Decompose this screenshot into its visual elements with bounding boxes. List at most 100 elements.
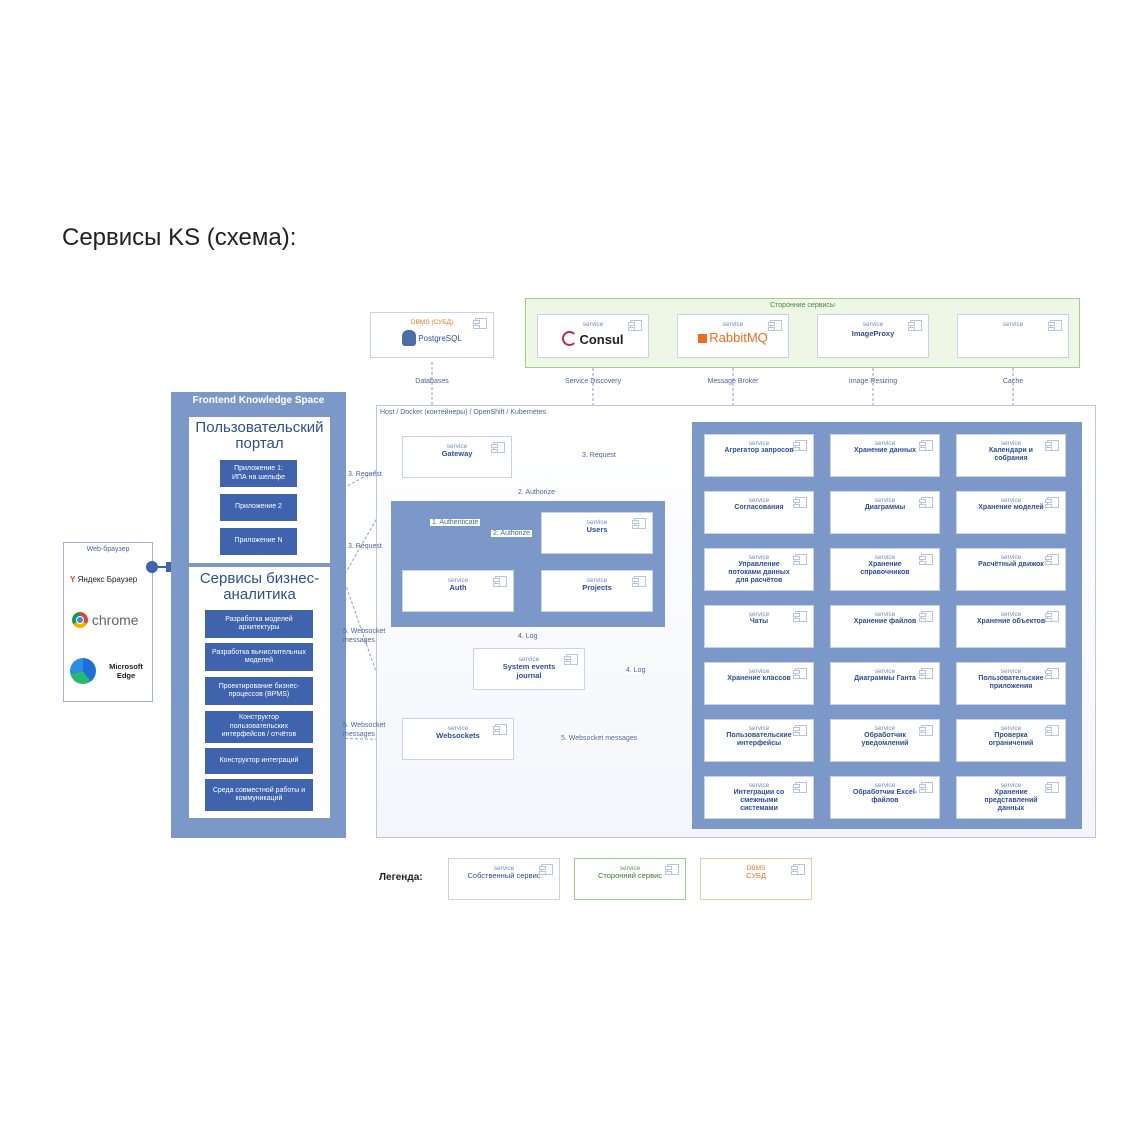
ba-item-integrations[interactable]: Конструктор интеграций bbox=[205, 748, 313, 774]
component-icon bbox=[632, 576, 646, 587]
caption-message-broker: Message Broker bbox=[707, 378, 759, 385]
websockets-service[interactable]: service Websockets bbox=[402, 718, 514, 760]
component-icon bbox=[632, 518, 646, 529]
ba-item-collaboration[interactable]: Среда совместной работы и коммуникаций bbox=[205, 779, 313, 811]
chrome-browser[interactable]: chrome bbox=[72, 612, 152, 632]
grid-service-name: Хранение представлений данных bbox=[984, 789, 1038, 812]
ba-item-architecture[interactable]: Разработка моделей архитектуры bbox=[205, 610, 313, 638]
page-title: Сервисы KS (схема): bbox=[62, 224, 297, 251]
postgresql-logo: PostgreSQL bbox=[371, 330, 493, 347]
component-icon bbox=[919, 554, 933, 565]
grid-service-name: Обработчик Excel-файлов bbox=[852, 789, 918, 805]
consul-icon bbox=[562, 331, 578, 347]
component-icon bbox=[793, 611, 807, 622]
consul-logo: Consul bbox=[538, 331, 648, 348]
component-icon bbox=[793, 668, 807, 679]
component-icon bbox=[919, 725, 933, 736]
ba-item-ui-constructor[interactable]: Конструктор пользовательских интерфейсов… bbox=[205, 711, 313, 743]
projects-service[interactable]: service Projects bbox=[541, 570, 653, 612]
cache-service[interactable]: service bbox=[957, 314, 1069, 358]
component-icon bbox=[1045, 440, 1059, 451]
frontend-title: Frontend Knowledge Space bbox=[192, 395, 325, 406]
system-journal-service[interactable]: service System events journal bbox=[473, 648, 585, 690]
app-1-button[interactable]: Приложение 1: ИПА на шельфе bbox=[220, 460, 297, 487]
ba-item-bpms[interactable]: Проектирование бизнес-процессов (BPMS) bbox=[205, 677, 313, 705]
portal-title: Пользовательский портал bbox=[195, 419, 324, 452]
legend-own-service: service Собственный сервис bbox=[448, 858, 560, 900]
edge-label-request-right: 3. Request bbox=[582, 452, 616, 459]
users-service[interactable]: service Users bbox=[541, 512, 653, 554]
ba-title: Сервисы бизнес-аналитика bbox=[199, 570, 320, 603]
grid-service-name: Пользовательские интерфейсы bbox=[726, 732, 792, 748]
legend-dbms: DBMS СУБД bbox=[700, 858, 812, 900]
edge-browser[interactable]: Microsoft Edge bbox=[70, 658, 150, 688]
grid-service-name: Диаграммы Ганта bbox=[854, 675, 916, 683]
component-icon bbox=[1045, 725, 1059, 736]
rabbitmq-service[interactable]: service RabbitMQ bbox=[677, 314, 789, 358]
grid-service-name: Хранение справочников bbox=[860, 561, 910, 577]
component-icon bbox=[793, 554, 807, 565]
component-icon bbox=[919, 611, 933, 622]
component-icon bbox=[1045, 668, 1059, 679]
grid-service-name: Интеграции со смежными системами bbox=[733, 789, 785, 812]
browser-connector-dot bbox=[146, 561, 158, 573]
edge-label-authorize-top: 2. Authorize bbox=[518, 489, 555, 496]
component-icon bbox=[473, 318, 487, 329]
app-n-button[interactable]: Приложение N bbox=[220, 528, 297, 555]
grid-service-name: Обработчик уведомлений bbox=[861, 732, 909, 748]
component-icon bbox=[1045, 554, 1059, 565]
host-label: Host / Docker (контейнеры) / OpenShift /… bbox=[380, 409, 547, 416]
component-icon bbox=[793, 725, 807, 736]
component-icon bbox=[564, 654, 578, 665]
edge-label-authenticate: 1. Authenticate bbox=[430, 519, 481, 526]
browser-title: Web-браузер bbox=[86, 546, 130, 553]
grid-service-name: Чаты bbox=[749, 618, 769, 626]
edge-label-authorize-mid: 2. Authorize bbox=[491, 530, 532, 537]
edge-label-ws-right: 5. Websocket messages bbox=[561, 735, 638, 742]
app-2-button[interactable]: Приложение 2 bbox=[220, 494, 297, 521]
component-icon bbox=[1048, 320, 1062, 331]
postgresql-dbms[interactable]: DBMS (СУБД) PostgreSQL bbox=[370, 312, 494, 358]
gateway-service[interactable]: service Gateway bbox=[402, 436, 512, 478]
component-icon bbox=[791, 864, 805, 875]
grid-service-name: Агрегатор запросов bbox=[724, 447, 794, 455]
edge-icon bbox=[70, 658, 96, 684]
yandex-browser[interactable]: Y Яндекс Браузер bbox=[70, 575, 138, 584]
component-icon bbox=[493, 724, 507, 735]
edge-label-log-down: 4. Log bbox=[518, 633, 538, 640]
auth-service[interactable]: service Auth bbox=[402, 570, 514, 612]
component-icon bbox=[793, 782, 807, 793]
component-icon bbox=[768, 320, 782, 331]
consul-service[interactable]: service Consul bbox=[537, 314, 649, 358]
grid-service-name: Хранение данных bbox=[854, 447, 916, 455]
component-icon bbox=[491, 442, 505, 453]
chrome-icon bbox=[72, 612, 88, 628]
rabbitmq-icon bbox=[698, 334, 708, 344]
ba-item-computational[interactable]: Разработка вычислительных моделей bbox=[205, 643, 313, 671]
grid-service-name: Календари и собрания bbox=[989, 447, 1033, 463]
edge-label-ws-bottom: 5. Websocket messages bbox=[343, 722, 386, 738]
component-icon bbox=[793, 440, 807, 451]
imageproxy-service[interactable]: service ImageProxy bbox=[817, 314, 929, 358]
